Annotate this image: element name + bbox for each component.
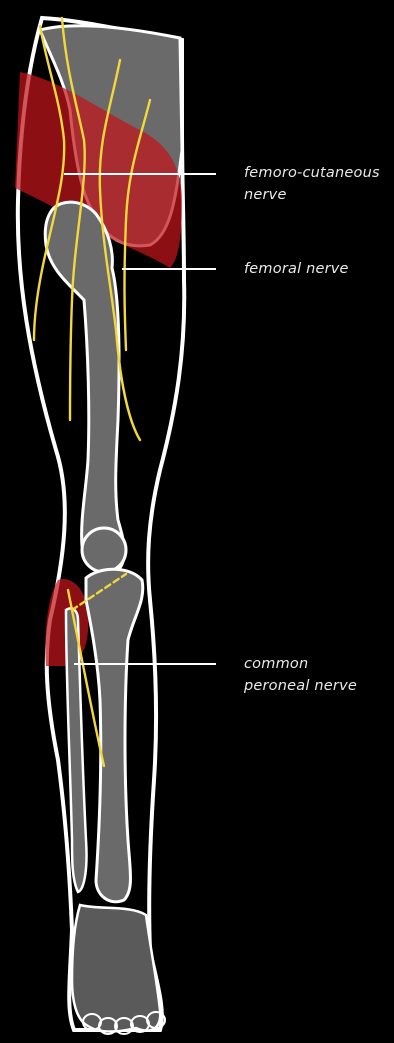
femoro-cutaneous-label-line2: nerve: [244, 184, 380, 206]
common-peroneal-label-line2: peroneal nerve: [244, 675, 357, 697]
foot-bones: [72, 905, 160, 1032]
common-peroneal-label-line1: common: [244, 653, 357, 675]
femoral-label-line1: femoral nerve: [244, 258, 349, 280]
femoro-cutaneous-label-line1: femoro-cutaneous: [244, 162, 380, 184]
femoral-nerve-label: femoral nerve: [244, 258, 349, 280]
patella-bone: [82, 528, 126, 572]
femoro-cutaneous-nerve-label: femoro-cutaneous nerve: [244, 162, 380, 206]
common-peroneal-nerve-label: common peroneal nerve: [244, 653, 357, 697]
